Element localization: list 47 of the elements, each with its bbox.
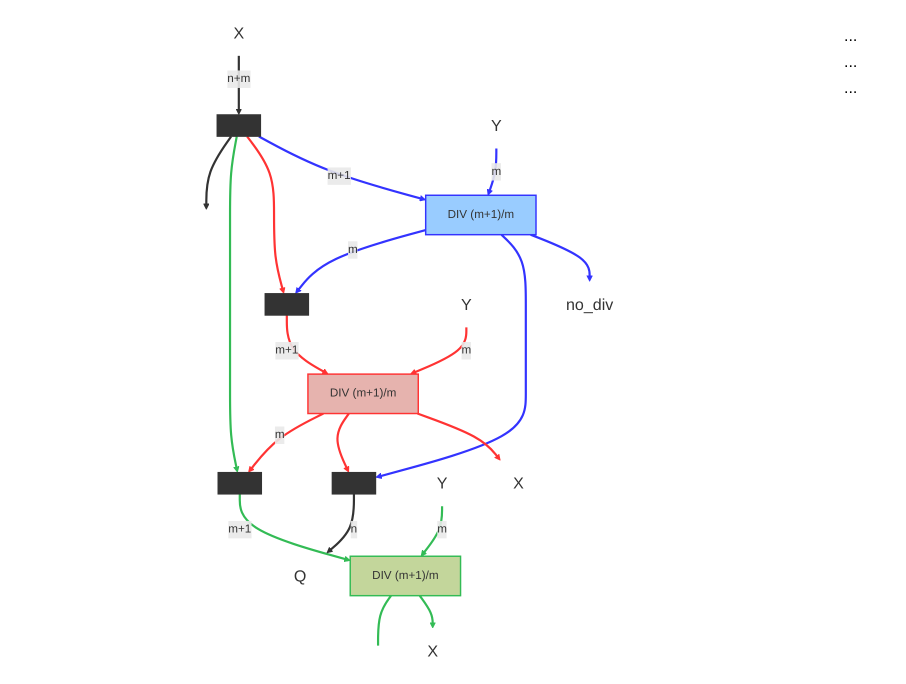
arrow bbox=[326, 494, 355, 554]
edge-label: n+m bbox=[227, 72, 250, 86]
ellipsis-note: ... bbox=[844, 28, 858, 46]
node-box: DIV (m+1)/m bbox=[424, 194, 537, 236]
arrow bbox=[286, 315, 328, 374]
arrow bbox=[248, 412, 324, 473]
edge-label: m+1 bbox=[228, 523, 252, 536]
node-text: Y bbox=[490, 116, 502, 135]
node-text: X bbox=[427, 642, 438, 660]
arrow bbox=[530, 234, 593, 282]
edge-label: m bbox=[461, 344, 472, 357]
arrow bbox=[236, 56, 242, 115]
arrow bbox=[238, 494, 350, 562]
arrow bbox=[203, 136, 232, 210]
edge-label: m bbox=[491, 165, 502, 178]
connector bbox=[376, 595, 392, 646]
node-bar bbox=[217, 472, 262, 495]
arrow bbox=[228, 136, 240, 473]
arrow bbox=[246, 136, 286, 294]
arrow bbox=[295, 229, 426, 294]
node-text: X bbox=[513, 474, 524, 492]
node-bar bbox=[216, 114, 262, 137]
edge-label: n bbox=[350, 523, 358, 536]
ellipsis-note: ... bbox=[844, 54, 858, 72]
arrow bbox=[376, 234, 527, 479]
arrow bbox=[417, 412, 501, 461]
node-text: X bbox=[233, 24, 244, 42]
node-text: no_div bbox=[566, 295, 614, 314]
node-box: DIV (m+1)/m bbox=[307, 373, 419, 414]
arrow bbox=[336, 412, 350, 473]
edge-label: m bbox=[348, 243, 358, 256]
arrow bbox=[420, 506, 444, 557]
arrow bbox=[258, 136, 426, 202]
node-text: Q bbox=[294, 566, 306, 586]
edge-label: m+1 bbox=[275, 344, 298, 357]
arrow bbox=[486, 148, 498, 196]
node-bar bbox=[264, 293, 310, 316]
node-bar bbox=[332, 472, 376, 495]
arrow bbox=[418, 595, 436, 628]
edge-label: m+1 bbox=[328, 170, 351, 182]
node-text: Y bbox=[460, 295, 472, 314]
ellipsis-note: ... bbox=[844, 80, 858, 98]
edge-label: m bbox=[437, 523, 447, 536]
node-text: Y bbox=[436, 474, 448, 492]
edge-label: m bbox=[274, 428, 285, 442]
arrow bbox=[410, 327, 468, 375]
node-box: DIV (m+1)/m bbox=[349, 556, 462, 596]
